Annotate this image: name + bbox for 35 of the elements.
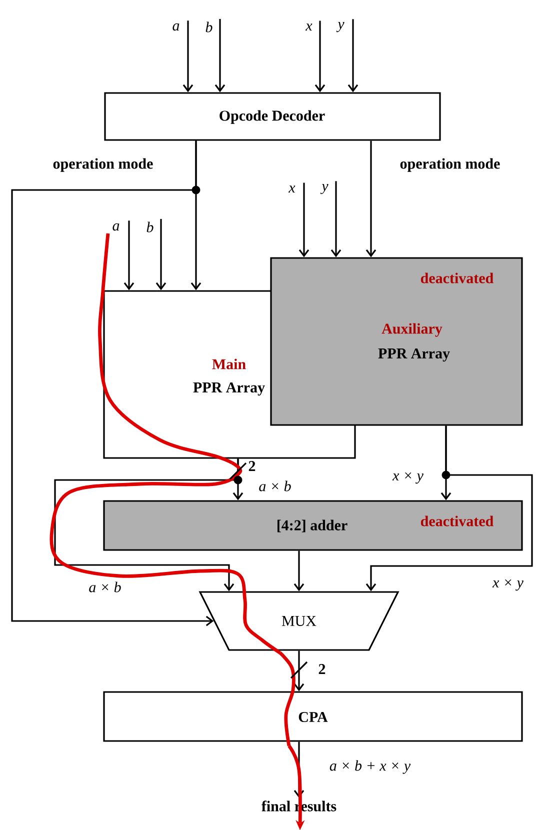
edge-label: x × y [492, 578, 524, 592]
arrow [182, 20, 194, 92]
decoder-box: Opcode Decoder [104, 92, 441, 141]
arrow [330, 181, 342, 258]
array-box: deactivated Auxiliary PPR Array [270, 257, 523, 426]
input-label: a [112, 223, 120, 231]
arrow [348, 19, 358, 92]
input-label: b [146, 222, 154, 232]
arrow [124, 220, 134, 290]
arrow [298, 182, 310, 258]
edge-label: x × y [392, 471, 424, 485]
arrow [54, 458, 239, 592]
input-label: y [320, 184, 328, 194]
arrow [156, 218, 166, 290]
edge-label: operation mode [52, 157, 154, 173]
edge-label: a × b + x × y [328, 759, 412, 775]
arrow [11, 140, 214, 626]
arrow [214, 18, 226, 92]
edge-label: a × b [88, 580, 122, 594]
input-label: y [336, 22, 344, 32]
arrow [294, 550, 304, 592]
adder-box: CPA [103, 691, 523, 742]
adder-box: [4:2] adder deactivated [103, 500, 523, 551]
edge-label: a × b [258, 480, 292, 492]
arrow [366, 426, 533, 592]
input-label: b [206, 22, 212, 32]
arrow [314, 20, 326, 92]
arrow [366, 140, 376, 258]
input-label: a [172, 23, 180, 31]
edge-label: 2 [317, 663, 327, 675]
input-label: x [305, 24, 312, 30]
arrow [294, 650, 304, 692]
bus-width-label: 2 [248, 461, 256, 471]
edge-label: operation mode [398, 157, 502, 173]
input-label: x [288, 186, 296, 192]
